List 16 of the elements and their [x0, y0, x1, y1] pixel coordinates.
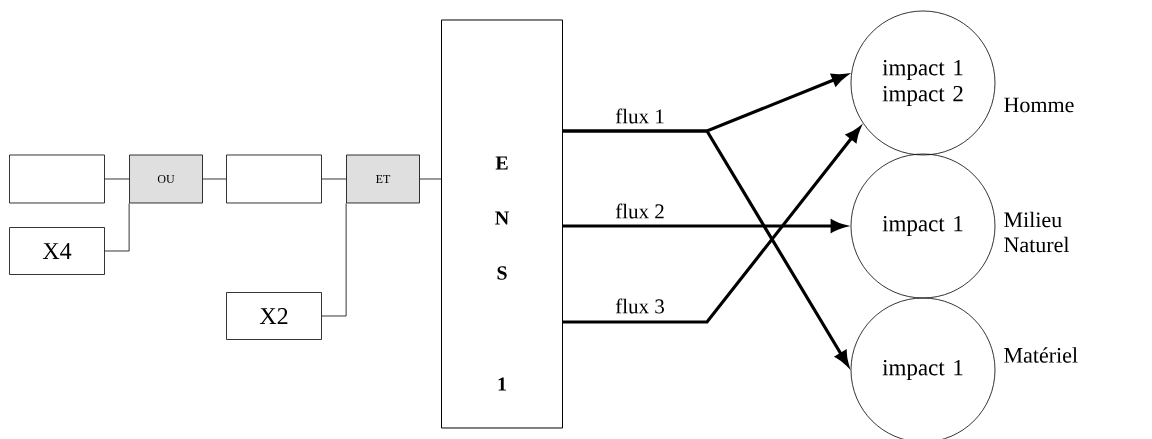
connector-line [202, 178, 227, 180]
gate-box: OU [129, 154, 203, 204]
input-box: X2 [226, 292, 322, 340]
input-box: X4 [9, 227, 105, 275]
gate-box: ET [346, 154, 420, 204]
connector-line [321, 203, 347, 317]
category-label: Homme [1004, 97, 1074, 113]
connector-line [104, 178, 130, 180]
block-box: E N S 1 [441, 19, 563, 429]
category-label: Milieu Naturel [1004, 211, 1070, 253]
connector-line [104, 203, 130, 252]
category-label: Matériel [1004, 347, 1078, 363]
connector-line [321, 178, 347, 180]
connector-line [419, 178, 442, 180]
empty-box [226, 154, 322, 204]
empty-box [9, 154, 105, 204]
